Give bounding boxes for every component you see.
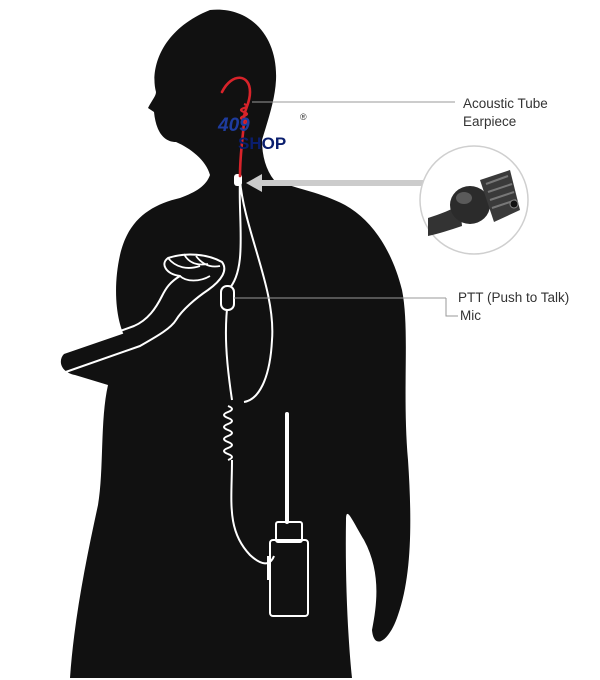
radio-antenna [285,412,289,524]
shop-logo: 409 SHOP ® [214,112,314,162]
acoustic-tube-coil [239,102,249,126]
earpiece-label: Acoustic Tube Earpiece [463,95,548,131]
hand-outline [55,253,226,375]
earpiece-label-line2: Earpiece [463,114,517,129]
coiled-cord [223,405,233,461]
logo-registered-mark: ® [300,112,307,122]
body-silhouette [60,9,411,678]
ptt-mic-module [220,285,235,311]
leader-lines [234,101,458,317]
clip-photo-inset [419,145,529,255]
handheld-radio [267,521,309,617]
ptt-label: PTT (Push to Talk) [458,290,570,305]
finger-lines [167,253,221,282]
earpiece-cable [224,179,275,565]
logo-text-top: 409 [218,115,250,136]
mic-label: Mic [460,308,481,323]
logo-text-bottom: SHOP [238,134,287,153]
pointer-arrow [246,174,425,192]
earpiece-label-line1: Acoustic Tube [463,96,548,111]
